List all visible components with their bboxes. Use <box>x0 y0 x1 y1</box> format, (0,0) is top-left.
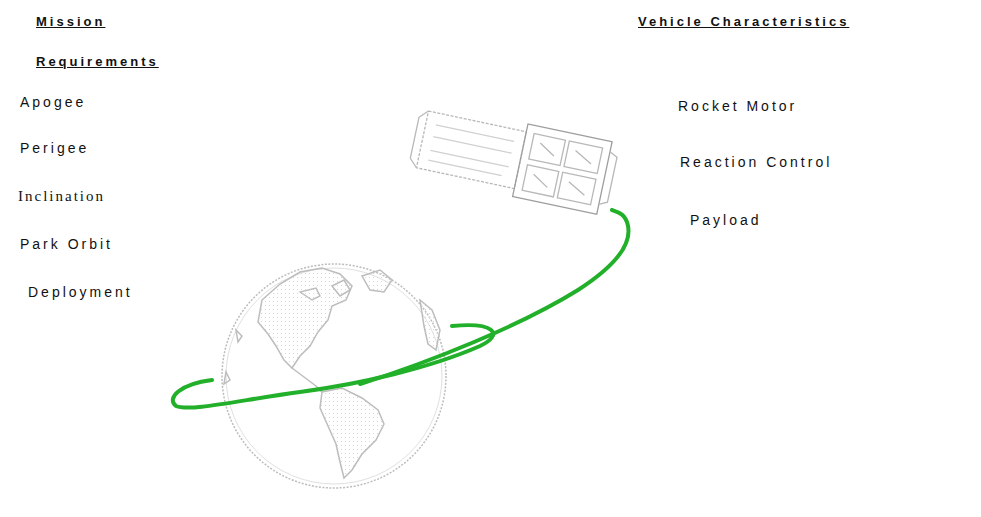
requirement-item: Deployment <box>28 282 133 302</box>
requirement-item: Park Orbit <box>20 234 113 254</box>
requirement-item: Inclination <box>18 186 105 206</box>
column-heading: Vehicle Characteristics <box>638 2 868 42</box>
spacecraft <box>407 102 620 216</box>
vehicle-item: Rocket Motor <box>678 96 797 116</box>
globe <box>222 264 446 488</box>
orbit-path <box>173 210 629 408</box>
requirement-item: Apogee <box>20 92 86 112</box>
requirement-item: Perigee <box>20 138 89 158</box>
vehicle-item: Reaction Control <box>680 152 832 172</box>
vehicle-item: Payload <box>690 210 762 230</box>
column-heading: Mission Requirements <box>36 2 206 82</box>
